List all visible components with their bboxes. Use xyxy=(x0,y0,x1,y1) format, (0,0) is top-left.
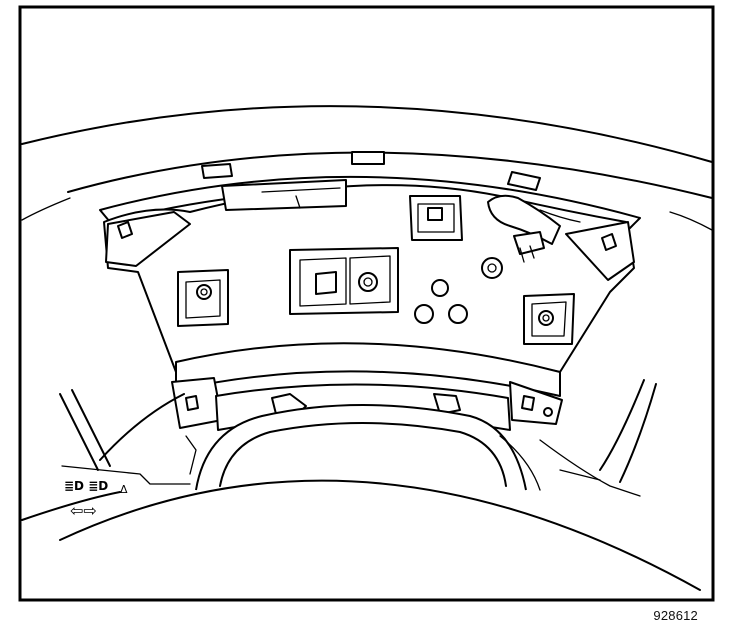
panel-holes xyxy=(414,257,503,324)
screw-pocket-center xyxy=(289,247,399,315)
lever-symbols: ≣D ≣D Δ ⇦⇨ xyxy=(64,479,128,520)
turn-signal-icons: ⇦⇨ xyxy=(70,501,97,520)
headlamp-icons: ≣D ≣D xyxy=(64,479,108,493)
screw-pocket-top xyxy=(409,195,463,241)
figure-id-label: 928612 xyxy=(653,608,698,623)
screw-pocket-right xyxy=(523,293,575,345)
side-trim-lines xyxy=(59,379,657,497)
steering-column xyxy=(185,404,541,491)
screw-pocket-left xyxy=(177,269,229,327)
steering-wheel-rim xyxy=(21,479,701,591)
wiring-connector xyxy=(487,194,581,263)
hazard-icon: Δ xyxy=(120,483,128,496)
mounting-pockets xyxy=(177,195,575,345)
